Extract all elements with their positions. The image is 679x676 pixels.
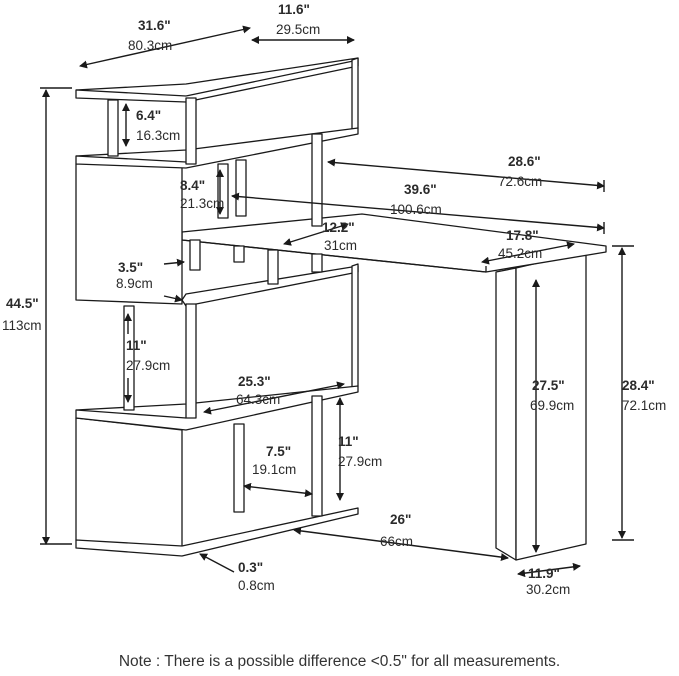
top-shelf <box>75 57 359 103</box>
label-desk-width-inch: 39.6" <box>404 182 437 197</box>
lower-side-panel <box>75 417 183 553</box>
post <box>123 305 135 411</box>
label-shelf-gap-lower-inch: 11" <box>338 434 359 449</box>
top-shelf-edge <box>75 89 187 97</box>
label-shelf-gap-top-cm: 16.3cm <box>136 128 180 143</box>
label-desk-depth-inch: 28.6" <box>508 154 541 169</box>
label-shelf-gap-upper-inch: 8.4" <box>180 178 205 193</box>
label-shelf-gap-top-inch: 6.4" <box>136 108 161 123</box>
label-desk-depth-cm: 72.6cm <box>498 174 542 189</box>
label-desk-thickness-gap-cm: 8.9cm <box>116 276 153 291</box>
label-desk-inner-depth-inch: 12.2" <box>322 220 355 235</box>
desk-leg-panel <box>495 267 517 561</box>
label-shelf-gap-middle-inch: 11" <box>126 338 147 353</box>
label-desk-inner-depth-cm: 31cm <box>324 238 357 253</box>
post <box>235 159 247 217</box>
post <box>233 423 245 513</box>
post <box>311 133 323 227</box>
label-desk-height-inch: 28.4" <box>622 378 655 393</box>
label-total-height-cm: 113cm <box>2 318 42 333</box>
middle-right-panel <box>351 263 359 389</box>
measurement-note: Note : There is a possible difference <0… <box>118 653 561 670</box>
label-top-width-cm: 80.3cm <box>128 38 172 53</box>
bottom-base <box>75 507 359 557</box>
label-middle-shelf-width-cm: 64.3cm <box>236 392 280 407</box>
label-middle-shelf-width-inch: 25.3" <box>238 374 271 389</box>
label-top-depth-cm: 29.5cm <box>276 22 320 37</box>
lower-shelf-edge <box>75 409 187 419</box>
label-post-spacing-cm: 19.1cm <box>252 462 296 477</box>
label-shelf-gap-upper-cm: 21.3cm <box>180 196 224 211</box>
label-desk-width-cm: 100.6cm <box>390 202 442 217</box>
dimension-labels: 31.6" 80.3cm 11.6" 29.5cm 44.5" 113cm 6.… <box>2 2 666 597</box>
label-post-spacing-inch: 7.5" <box>266 444 291 459</box>
post <box>311 253 323 273</box>
label-shelf-gap-middle-cm: 27.9cm <box>126 358 170 373</box>
label-base-to-leg-cm: 66cm <box>380 534 413 549</box>
label-top-width-inch: 31.6" <box>138 18 171 33</box>
label-leg-height-cm: 69.9cm <box>530 398 574 413</box>
post <box>233 245 245 263</box>
second-shelf-edge <box>75 155 187 163</box>
label-desk-end-depth-inch: 17.8" <box>506 228 539 243</box>
post <box>311 395 323 517</box>
dimension-arrows <box>40 25 634 578</box>
label-leg-depth-cm: 30.2cm <box>526 582 570 597</box>
top-shelf-edge2 <box>185 59 359 97</box>
post <box>107 99 119 157</box>
label-panel-thickness-cm: 0.8cm <box>238 578 275 593</box>
label-desk-end-depth-cm: 45.2cm <box>498 246 542 261</box>
desk-top-edge <box>181 239 487 273</box>
post <box>185 97 197 165</box>
label-total-height-inch: 44.5" <box>6 296 39 311</box>
label-base-to-leg-inch: 26" <box>390 512 411 527</box>
top-right-panel <box>351 57 359 131</box>
label-desk-height-cm: 72.1cm <box>622 398 666 413</box>
label-leg-depth-inch: 11.9" <box>528 566 560 581</box>
label-shelf-gap-lower-cm: 27.9cm <box>338 454 382 469</box>
label-panel-thickness-inch: 0.3" <box>238 560 263 575</box>
label-top-depth-inch: 11.6" <box>278 2 310 17</box>
post <box>267 249 279 285</box>
label-leg-height-inch: 27.5" <box>532 378 565 393</box>
post <box>189 239 201 271</box>
label-desk-thickness-gap-inch: 3.5" <box>118 260 143 275</box>
post <box>185 303 197 419</box>
